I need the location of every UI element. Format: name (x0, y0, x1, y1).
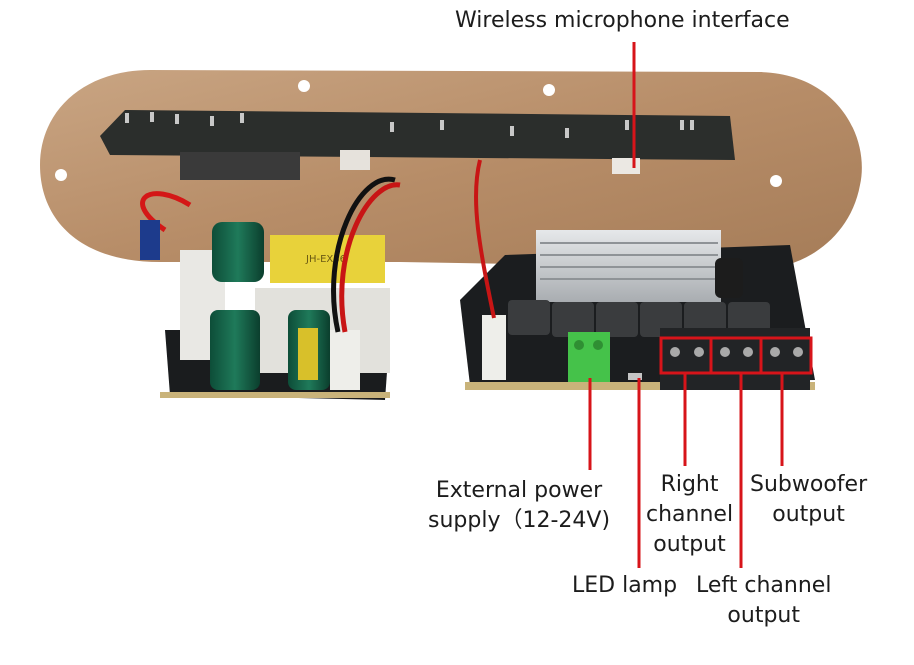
external-power-supply-label: External power supply（12-24V) (428, 476, 610, 536)
callout-lines (588, 42, 784, 568)
led-lamp-pad (628, 373, 642, 380)
led-lamp-label: LED lamp (572, 571, 677, 601)
inductor (596, 302, 638, 337)
label-line: supply（12-24V) (428, 508, 611, 533)
label-line: output (772, 502, 845, 527)
capacitor (212, 222, 264, 282)
inductor (508, 300, 550, 335)
label-line: Right (660, 472, 719, 497)
mount-hole (298, 80, 310, 92)
mount-hole (543, 84, 555, 96)
label-line: Left channel (696, 573, 832, 598)
mount-hole (55, 169, 67, 181)
right-channel-output-label: Right channel output (646, 470, 733, 560)
label-line: output (653, 532, 726, 557)
label-line: output (727, 603, 800, 628)
mounting-plate (40, 70, 862, 269)
label-line: External power (435, 478, 603, 503)
subwoofer-output-label: Subwoofer output (750, 470, 867, 530)
inductor (552, 302, 594, 337)
connector (330, 330, 360, 390)
mount-hole (770, 175, 782, 187)
label-line: Subwoofer (750, 472, 868, 497)
label-line: LED lamp (572, 573, 678, 598)
amplifier-board (460, 159, 815, 390)
transformer (270, 235, 385, 283)
connector (482, 315, 506, 380)
capacitor (210, 310, 260, 390)
subwoofer-highlight (759, 336, 813, 375)
power-terminal-block (568, 332, 610, 382)
label-line: Wireless microphone interface (455, 8, 790, 33)
transformer-marking: JH-EX36 (305, 254, 346, 265)
wireless-microphone-interface-label: Wireless microphone interface (455, 6, 790, 36)
power-supply-board: JH-EX36 (140, 176, 401, 400)
control-pcb (100, 110, 735, 180)
capacitor (715, 258, 743, 298)
label-line: channel (646, 502, 734, 527)
left-channel-output-label: Left channel output (696, 571, 831, 631)
wireless-mic-connector (612, 158, 640, 174)
